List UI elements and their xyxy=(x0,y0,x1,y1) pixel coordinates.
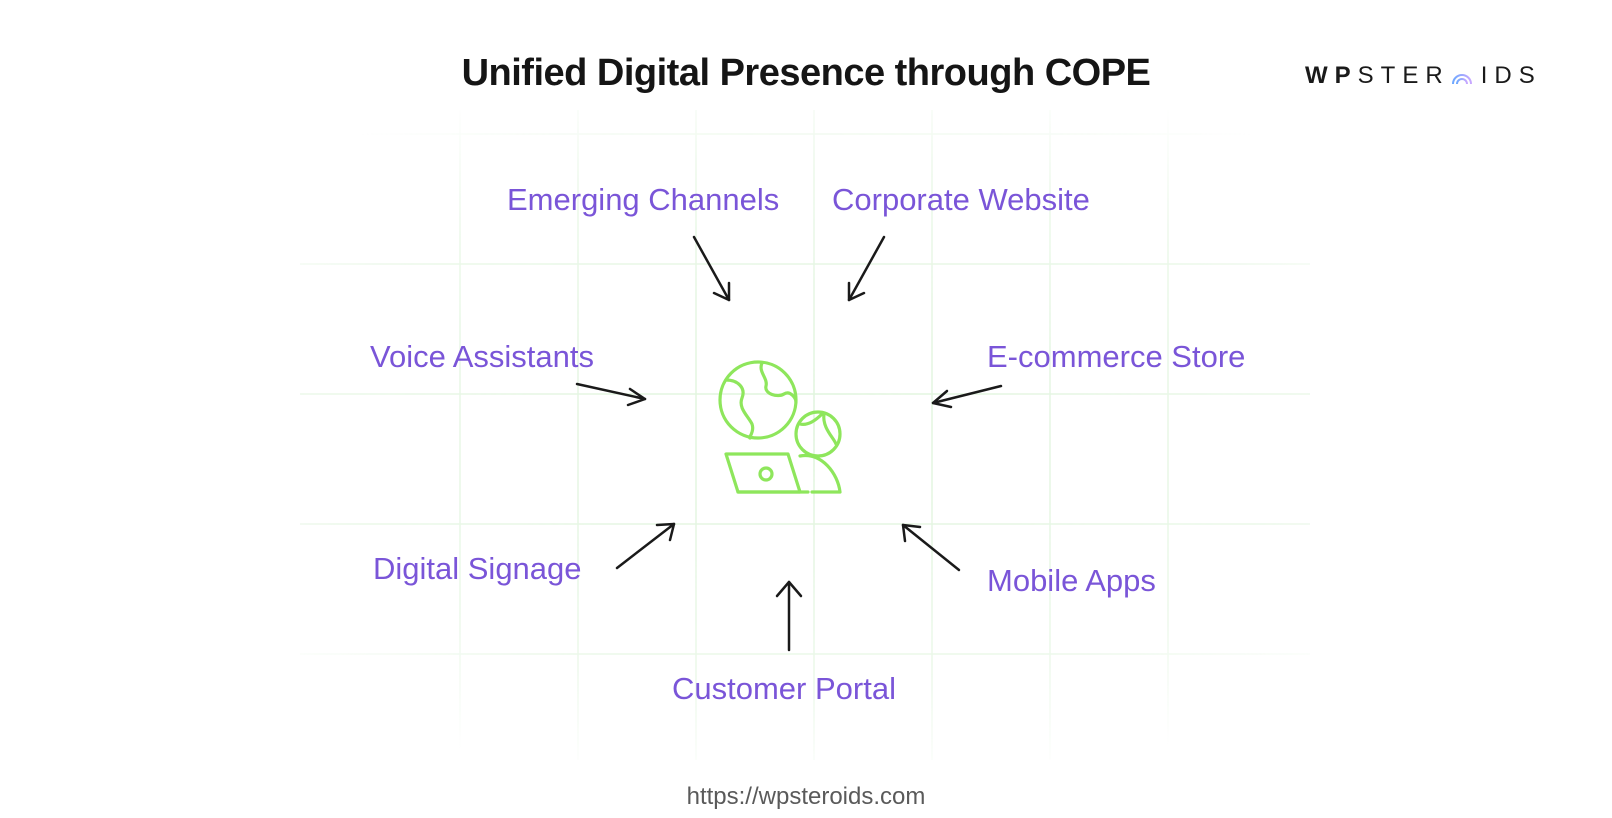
arrow-customer-portal xyxy=(775,580,803,652)
arrow-ecommerce-store xyxy=(931,384,1003,409)
node-mobile-apps: Mobile Apps xyxy=(987,563,1156,598)
brand-logo-bold-text: WP xyxy=(1305,62,1358,89)
page-title: Unified Digital Presence through COPE xyxy=(461,52,1151,94)
arrow-digital-signage xyxy=(615,522,676,570)
node-corporate-website: Corporate Website xyxy=(832,182,1090,217)
arrow-emerging-channels xyxy=(692,235,731,302)
brand-logo-text-start: STER xyxy=(1357,62,1450,89)
node-ecommerce-store: E-commerce Store xyxy=(987,339,1246,374)
footer-url: https://wpsteroids.com xyxy=(686,783,926,810)
node-customer-portal: Customer Portal xyxy=(672,671,896,706)
node-digital-signage: Digital Signage xyxy=(373,551,582,586)
globe-laptop-icon xyxy=(718,360,842,494)
brand-logo-text-end: IDS xyxy=(1480,62,1542,89)
gradient-arc-o-icon xyxy=(1451,74,1472,85)
arrow-voice-assistants xyxy=(575,382,647,407)
arrow-mobile-apps xyxy=(901,523,961,572)
node-emerging-channels: Emerging Channels xyxy=(507,182,780,217)
arrow-corporate-website xyxy=(847,235,886,302)
node-voice-assistants: Voice Assistants xyxy=(370,339,595,374)
